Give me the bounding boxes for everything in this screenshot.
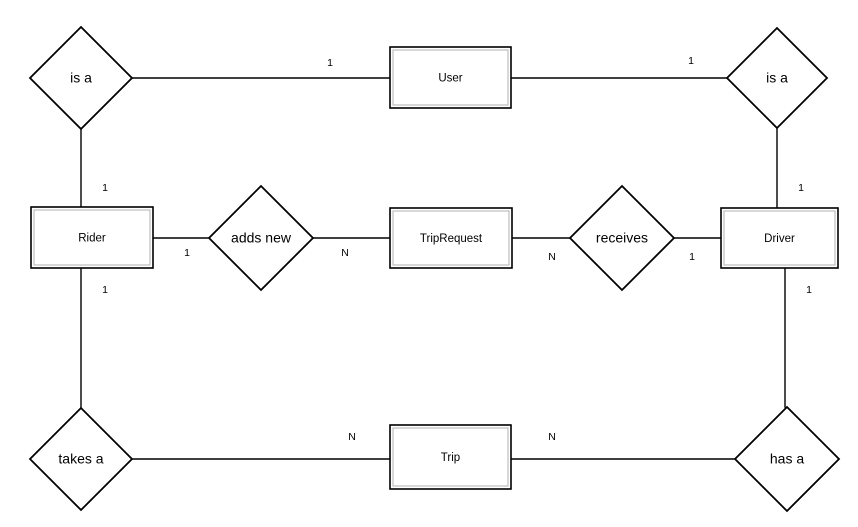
relationship-label-is-a-right: is a bbox=[766, 70, 788, 86]
relationship-diamond-is-a-left[interactable] bbox=[28, 25, 134, 131]
entity-box-user[interactable] bbox=[389, 46, 512, 109]
entity-label-tripRequest: TripRequest bbox=[420, 233, 483, 245]
cardinality-label-card-rider-bottom: 1 bbox=[102, 284, 108, 296]
relationship-label-has-a: has a bbox=[770, 451, 804, 467]
cardinality-label-card-driver-top: 1 bbox=[798, 182, 804, 194]
relationship-label-takes-a: takes a bbox=[58, 451, 103, 467]
cardinality-label-card-receives-driver: 1 bbox=[689, 251, 695, 263]
relationship-diamond-receives[interactable] bbox=[568, 184, 676, 292]
relationship-diamond-has-a[interactable] bbox=[733, 405, 841, 513]
cardinality-label-card-user-left: 1 bbox=[327, 57, 333, 69]
entity-label-user: User bbox=[438, 73, 462, 85]
entity-box-tripRequest[interactable] bbox=[389, 207, 513, 269]
relationship-diamond-adds-new[interactable] bbox=[207, 184, 315, 292]
cardinality-label-card-rider-addsnew: 1 bbox=[184, 247, 190, 259]
cardinality-label-card-triprq-receives: N bbox=[548, 251, 556, 263]
entity-box-inner-driver bbox=[723, 210, 836, 266]
relationship-label-receives: receives bbox=[596, 230, 648, 246]
relationship-label-adds-new: adds new bbox=[231, 230, 292, 246]
entity-label-trip: Trip bbox=[441, 452, 460, 464]
entity-box-inner-rider bbox=[33, 209, 151, 266]
entity-box-trip[interactable] bbox=[389, 424, 512, 490]
cardinality-label-card-trip-left: N bbox=[348, 431, 356, 443]
relationship-label-is-a-left: is a bbox=[70, 70, 92, 86]
cardinality-label-card-user-right: 1 bbox=[688, 55, 694, 67]
cardinality-label-card-driver-bottom: 1 bbox=[806, 284, 812, 296]
cardinality-label-card-rider-top: 1 bbox=[102, 182, 108, 194]
entity-box-driver[interactable] bbox=[720, 207, 839, 269]
entity-box-rider[interactable] bbox=[30, 206, 154, 269]
cardinality-label-card-addsnew-triprq: N bbox=[341, 247, 349, 259]
entity-box-inner-tripRequest bbox=[392, 210, 510, 266]
entity-label-driver: Driver bbox=[764, 233, 795, 245]
entity-box-inner-user bbox=[392, 49, 509, 106]
relationship-diamond-takes-a[interactable] bbox=[28, 406, 134, 512]
cardinality-label-card-trip-right: N bbox=[548, 431, 556, 443]
relationship-diamond-is-a-right[interactable] bbox=[725, 26, 829, 130]
entity-label-rider: Rider bbox=[78, 233, 106, 245]
entity-box-inner-trip bbox=[392, 427, 509, 487]
